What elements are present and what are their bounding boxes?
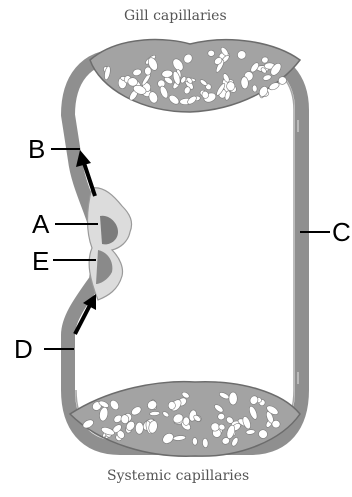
capillary-gap	[183, 417, 190, 426]
capillary-gap	[252, 85, 257, 92]
capillary-gap	[144, 67, 151, 76]
label-a: A	[32, 211, 49, 237]
label-c: C	[332, 219, 351, 245]
label-d: D	[14, 336, 33, 362]
capillary-gap	[272, 420, 281, 428]
capillary-gap	[202, 438, 208, 448]
capillary-gap	[192, 437, 198, 445]
label-b: B	[28, 136, 45, 162]
label-e: E	[32, 248, 49, 274]
capillary-gap	[135, 422, 143, 434]
capillary-gap	[208, 50, 215, 56]
heart-outline	[88, 188, 132, 300]
capillary-gap	[229, 392, 237, 405]
systemic-capillaries-caption: Systemic capillaries	[107, 468, 249, 484]
capillary-gap	[226, 81, 235, 90]
gill-capillaries-caption: Gill capillaries	[124, 8, 227, 24]
capillary-gap	[217, 413, 225, 420]
capillary-gap	[168, 401, 175, 409]
